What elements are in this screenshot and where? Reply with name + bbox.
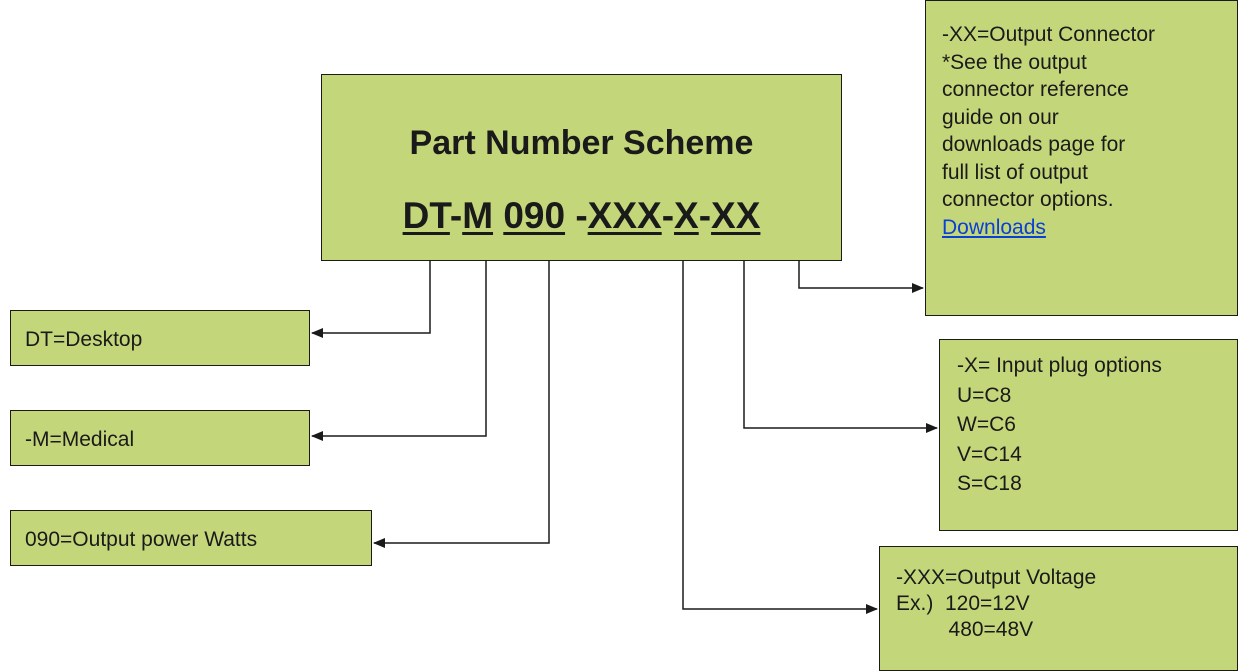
code-segment: DT [402, 195, 450, 236]
code-segment: X [674, 195, 699, 236]
part-number-code: DT-M 090 -XXX-X-XX [322, 195, 841, 237]
arrow-090-to-power [373, 261, 550, 548]
downloads-link[interactable]: Downloads [942, 215, 1046, 239]
code-segment: XXX [587, 195, 662, 236]
arrow-m-to-medical [311, 261, 487, 441]
input-plug-line: -X= Input plug options [957, 354, 1162, 377]
arrow-xx-to-connector [798, 261, 924, 293]
code-segment: XX [711, 195, 761, 236]
voltage-line: Ex.) 120=12V [896, 592, 1030, 615]
desktop-label: DT=Desktop [25, 328, 143, 351]
arrow-dt-to-desktop [311, 261, 431, 338]
connector-line: *See the output [942, 50, 1087, 74]
input-plug-line: W=C6 [957, 413, 1016, 436]
input-plug-line: S=C18 [957, 472, 1022, 495]
connector-line: connector options. [942, 188, 1114, 211]
part-number-scheme-box: Part Number Scheme DT-M 090 -XXX-X-XX [321, 74, 842, 261]
connector-line: -XX=Output Connector [942, 23, 1156, 46]
input-plug-box: -X= Input plug options U=C8 W=C6 V=C14 S… [939, 339, 1238, 531]
code-separator: - [565, 195, 588, 236]
output-power-label: 090=Output power Watts [25, 528, 258, 551]
connector-line: downloads page for [942, 133, 1126, 156]
voltage-line: -XXX=Output Voltage [896, 566, 1097, 589]
desktop-box: DT=Desktop [10, 310, 310, 366]
medical-label: -M=Medical [25, 428, 135, 451]
medical-box: -M=Medical [10, 410, 310, 466]
output-voltage-box: -XXX=Output Voltage Ex.) 120=12V 480=48V [879, 546, 1238, 671]
code-separator: - [698, 195, 712, 236]
connector-line: full list of output [942, 160, 1088, 184]
connector-line: guide on our [942, 105, 1059, 129]
input-plug-line: V=C14 [957, 442, 1022, 466]
code-separator [493, 195, 503, 236]
output-connector-box: -XX=Output Connector *See the output con… [925, 0, 1238, 316]
code-separator: - [661, 195, 675, 236]
voltage-line: 480=48V [896, 618, 1034, 641]
arrow-xxx-to-voltage [682, 261, 878, 614]
page-title: Part Number Scheme [409, 124, 754, 162]
arrow-x-to-input [743, 261, 938, 433]
code-separator: - [449, 195, 463, 236]
connector-line: connector reference [942, 78, 1129, 101]
input-plug-line: U=C8 [957, 383, 1012, 407]
code-segment: M [462, 195, 494, 236]
output-power-box: 090=Output power Watts [10, 510, 372, 566]
code-segment: 090 [503, 195, 566, 236]
